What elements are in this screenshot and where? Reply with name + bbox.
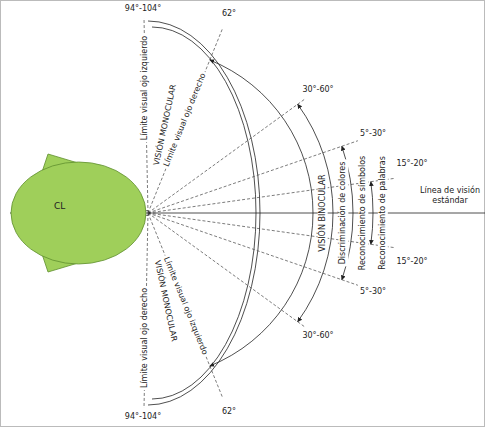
angle-label: 30°-60° xyxy=(302,331,333,341)
angle-line xyxy=(148,28,223,213)
monocular-arc xyxy=(148,21,260,405)
range-label: Reconocimiento de palabras xyxy=(378,154,388,272)
range-label: VISIÓN BINOCULAR xyxy=(318,172,328,253)
angle-label: 15°-20° xyxy=(396,159,427,169)
limit-label: Límite visual ojo izquierdo xyxy=(140,34,150,143)
angle-label: 94°-104° xyxy=(125,412,161,422)
head-outline xyxy=(10,161,147,265)
centre-line-label: CL xyxy=(54,201,65,211)
range-arrow-arc xyxy=(371,182,373,245)
angle-label: 94°-104° xyxy=(125,4,161,14)
range-label: Reconocimiento de símbolos xyxy=(358,154,368,273)
angle-label: 30°-60° xyxy=(302,85,333,95)
limit-label: Límite visual ojo derecho xyxy=(140,286,150,390)
monocular-arc xyxy=(152,27,256,399)
angle-label: 5°-30° xyxy=(360,129,386,139)
sight-line-label: Línea de visión estándar xyxy=(418,186,482,206)
head-ellipse xyxy=(11,162,146,264)
range-arrow-arc xyxy=(210,60,313,366)
angle-label: 15°-20° xyxy=(396,257,427,267)
head-shape: CL xyxy=(10,161,147,265)
angle-label: 62° xyxy=(222,9,236,19)
angle-label: 62° xyxy=(222,407,236,417)
range-label: Discriminación de colores xyxy=(338,160,348,267)
angle-line xyxy=(148,213,223,398)
angle-label: 5°-30° xyxy=(360,287,386,297)
range-arrow-arc xyxy=(298,104,333,321)
